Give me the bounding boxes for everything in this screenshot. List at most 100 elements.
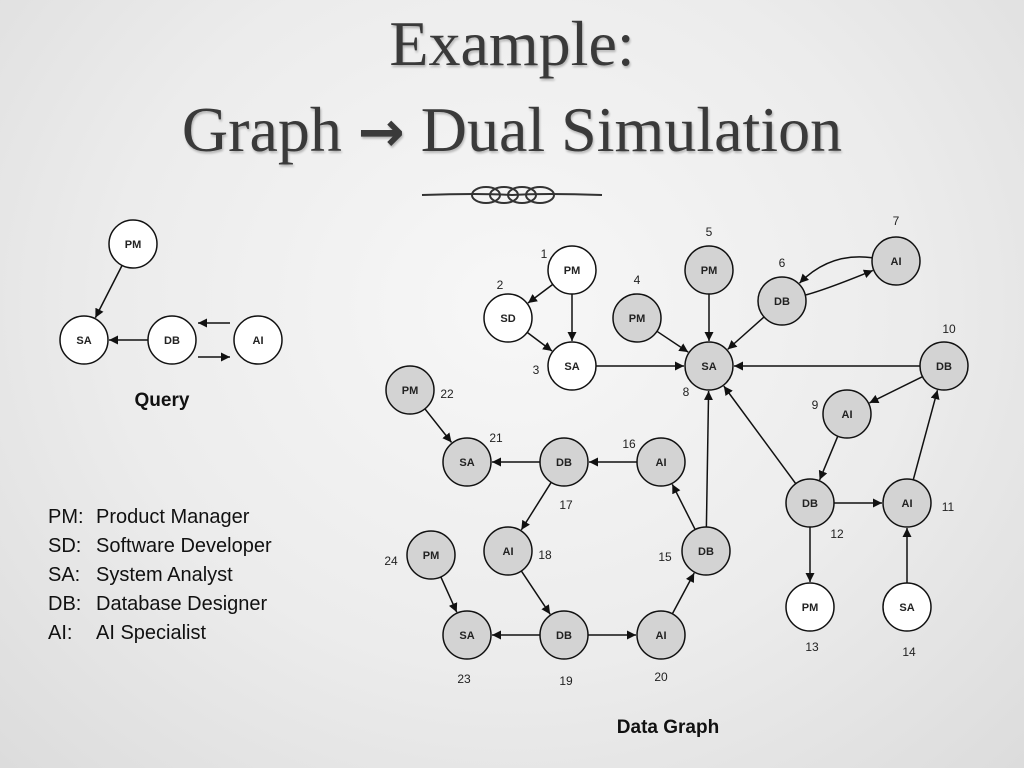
data-node-5: PM [684,245,734,295]
query-node-ai: AI [233,315,283,365]
node-id-label: 11 [942,500,955,514]
data-edge-9-12 [818,435,839,481]
node-id-label: 12 [830,527,844,541]
svg-text:AI: AI [503,546,514,558]
data-graph-caption: Data Graph [617,717,719,738]
data-edge-4-8 [656,330,689,353]
data-edge-24-23 [440,576,458,613]
data-node-21: SA [442,437,492,487]
svg-text:SA: SA [76,335,91,347]
data-node-9: AI [822,389,872,439]
query-edge-pm-sa [94,265,123,319]
node-id-label: 20 [654,670,668,684]
svg-text:DB: DB [556,630,572,642]
svg-text:AI: AI [253,335,264,347]
query-node-sa: SA [59,315,109,365]
slide-title-line1: Example: [389,8,635,79]
data-node-24: PM [406,530,456,580]
node-id-label: 24 [384,554,398,568]
node-id-label: 21 [489,431,503,445]
node-id-label: 16 [622,437,636,451]
node-id-label: 6 [779,256,786,270]
svg-text:DB: DB [698,546,714,558]
node-id-label: 22 [440,387,454,401]
node-id-label: 7 [893,214,900,228]
node-id-label: 8 [683,385,690,399]
query-node-pm: PM [108,219,158,269]
svg-text:AI: AI [656,630,667,642]
decorative-flourish [421,186,603,204]
data-edge-1-2 [527,283,554,304]
svg-text:SA: SA [459,630,474,642]
data-edge-15-16 [671,483,696,530]
data-edge-11-10 [912,389,940,481]
svg-text:AI: AI [891,256,902,268]
data-edge-6-7 [805,269,874,296]
svg-text:DB: DB [774,296,790,308]
node-id-label: 5 [706,225,713,239]
data-edge-17-18 [520,481,552,531]
data-node-4: PM [612,293,662,343]
data-node-19: DB [539,610,589,660]
data-edge-2-3 [526,331,553,352]
edges-layer [94,256,940,640]
data-node-23: SA [442,610,492,660]
data-node-6: DB [757,276,807,326]
svg-text:AI: AI [842,409,853,421]
data-node-1: PM [547,245,597,295]
title-graph-word: Graph [181,94,342,165]
title-dual-simulation-words: Dual Simulation [420,94,843,165]
node-id-label: 14 [902,645,916,659]
node-id-label: 3 [533,363,540,377]
data-node-20: AI [636,610,686,660]
data-node-2: SD [483,293,533,343]
node-id-label: 17 [559,498,573,512]
data-node-18: AI [483,526,533,576]
right-arrow-icon: → [357,100,405,165]
node-id-label: 18 [538,548,552,562]
svg-text:DB: DB [802,498,818,510]
data-node-8: SA [684,341,734,391]
node-id-label: 1 [541,247,548,261]
data-node-11: AI [882,478,932,528]
data-node-14: SA [882,582,932,632]
data-node-7: AI [871,236,921,286]
query-node-db: DB [147,315,197,365]
node-id-label: 15 [658,550,672,564]
query-caption: Query [135,390,190,411]
data-node-3: SA [547,341,597,391]
svg-text:PM: PM [802,602,819,614]
data-node-17: DB [539,437,589,487]
data-node-16: AI [636,437,686,487]
svg-text:AI: AI [656,457,667,469]
svg-text:DB: DB [164,335,180,347]
node-id-label: 19 [559,674,573,688]
data-edge-18-19 [520,570,551,615]
data-edge-20-15 [671,572,695,615]
svg-text:SA: SA [459,457,474,469]
svg-text:PM: PM [423,550,440,562]
legend-item: SD:Software Developer [48,535,272,557]
data-node-12: DB [785,478,835,528]
node-id-label: 4 [634,273,641,287]
node-id-label: 2 [497,278,504,292]
legend-item: AI:AI Specialist [48,622,207,644]
svg-text:SA: SA [701,361,716,373]
legend-item: PM:Product Manager [48,506,250,528]
data-edge-10-9 [869,375,923,404]
svg-text:SA: SA [899,602,914,614]
data-node-13: PM [785,582,835,632]
node-id-label: 13 [805,640,819,654]
svg-text:PM: PM [629,313,646,325]
svg-text:AI: AI [902,498,913,510]
svg-text:DB: DB [556,457,572,469]
legend-item: SA:System Analyst [48,564,233,586]
nodes-layer: PM SA DB AI PM SD SA PM PM DB AI SA AI DB AI DB PM SA DB AI… [59,219,969,660]
svg-text:PM: PM [701,265,718,277]
node-id-label: 10 [942,322,956,336]
data-edge-15-8 [703,390,713,528]
data-node-15: DB [681,526,731,576]
svg-text:PM: PM [402,385,419,397]
